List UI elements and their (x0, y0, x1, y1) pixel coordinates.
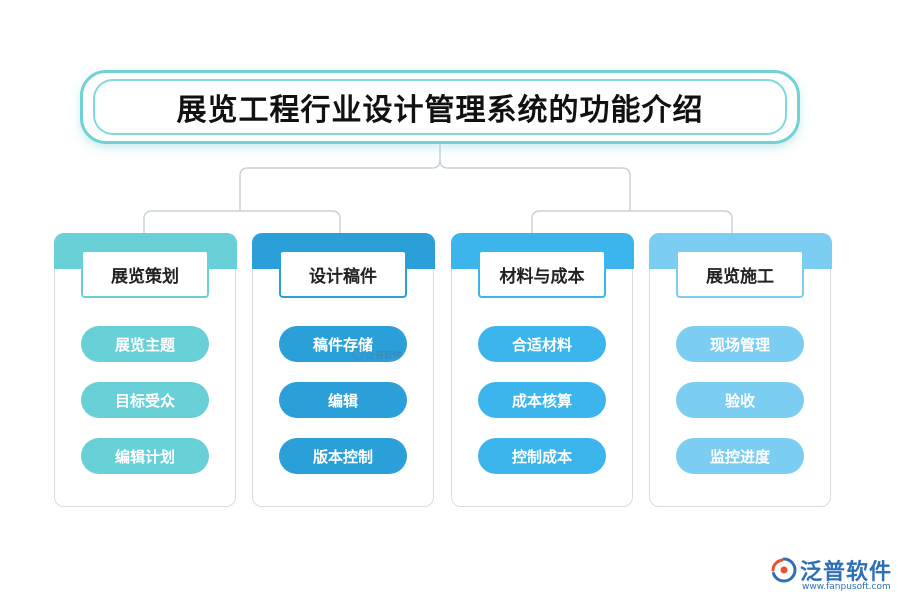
item-pill: 验收 (676, 382, 804, 418)
connector-trunk (239, 144, 441, 211)
brand-logo: 泛普软件 www.fanpusoft.com (770, 552, 895, 596)
column-materials-cost: 材料与成本 合适材料 成本核算 控制成本 (450, 232, 634, 507)
item-pill: 监控进度 (676, 438, 804, 474)
column-exhibition-planning: 展览策划 展览主题 目标受众 编辑计划 (53, 232, 237, 507)
watermark: 泛普软件 (352, 346, 414, 362)
page-title: 展览工程行业设计管理系统的功能介绍 (176, 93, 704, 128)
fanpu-logo-icon (771, 557, 797, 583)
item-pill: 展览主题 (81, 326, 209, 362)
logo-name: 泛普软件 (800, 560, 893, 585)
title-box: 展览工程行业设计管理系统的功能介绍 (80, 70, 800, 144)
item-pill: 现场管理 (676, 326, 804, 362)
item-pill: 合适材料 (478, 326, 606, 362)
logo-url: www.fanpusoft.com (802, 582, 891, 592)
item-pill: 目标受众 (81, 382, 209, 418)
connector-trunk-right (439, 159, 631, 211)
item-pill: 成本核算 (478, 382, 606, 418)
connector-right-bracket (531, 210, 733, 233)
item-pill: 控制成本 (478, 438, 606, 474)
item-pill: 稿件存储 (279, 326, 407, 362)
watermark-logo-icon (352, 348, 364, 360)
watermark-text: 泛普软件 (366, 350, 403, 361)
column-exhibition-construction: 展览施工 现场管理 验收 监控进度 (648, 232, 832, 507)
column-header: 展览施工 (676, 250, 804, 298)
item-pill: 编辑计划 (81, 438, 209, 474)
item-pill: 编辑 (279, 382, 407, 418)
column-header: 设计稿件 (279, 250, 407, 298)
column-header: 材料与成本 (478, 250, 606, 298)
connector-left-bracket (143, 210, 341, 233)
column-header: 展览策划 (81, 250, 209, 298)
column-design-drafts: 设计稿件 稿件存储 编辑 版本控制 (251, 232, 435, 507)
item-pill: 版本控制 (279, 438, 407, 474)
